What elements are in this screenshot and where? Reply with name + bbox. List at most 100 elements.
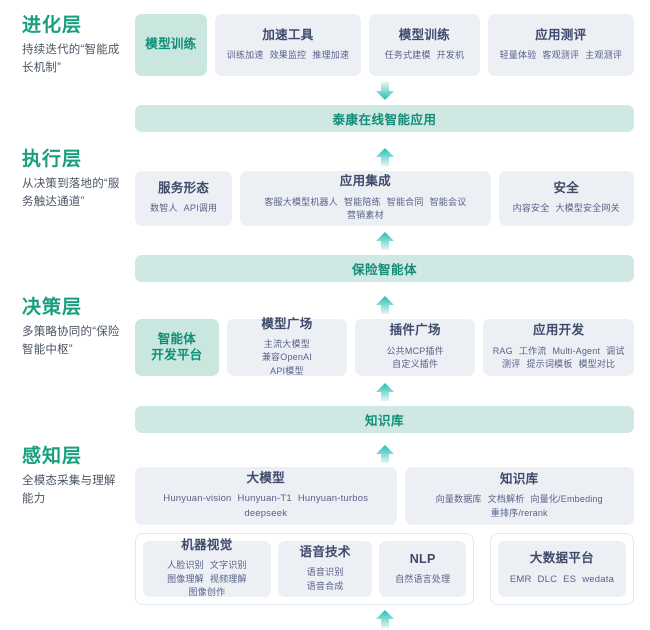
card-item: 数智人 (150, 203, 178, 214)
card-items: Hunyuan-vision Hunyuan-T1 Hunyuan-turbos… (143, 492, 389, 521)
card-title: 大数据平台 (529, 551, 594, 566)
card-model-plaza[interactable]: 模型广场 主流大模型 兼容OpenAI API模型 (226, 316, 348, 379)
card-title: 大模型 (246, 471, 285, 486)
card-items: 任务式建模 开发机 (377, 49, 471, 63)
bar-knowledge-base[interactable]: 知识库 (135, 406, 634, 433)
card-title: 加速工具 (262, 27, 314, 42)
arrow-up-icon (375, 383, 394, 401)
card-item: 任务式建模 (384, 49, 431, 60)
card-acceleration-tools[interactable]: 加速工具 训练加速 效果监控 推理加速 (214, 14, 362, 76)
card-item: 轻量体验 (499, 49, 537, 60)
card-title: 应用开发 (533, 323, 585, 338)
card-items: 训练加速 效果监控 推理加速 (223, 49, 353, 63)
card-service-form[interactable]: 服务形态 数智人 API调用 (135, 171, 233, 226)
card-application-development[interactable]: 应用开发 RAG 工作流 Multi-Agent 调试 测评 提示词模板 模型对… (483, 319, 634, 376)
arrow-up-icon (375, 148, 394, 166)
card-item: 智能会议 (429, 196, 467, 207)
card-knowledge-base[interactable]: 知识库 向量数据库 文档解析 向量化/Embeding 重排序/rerank (404, 467, 634, 525)
card-title: 模型广场 (261, 316, 313, 331)
card-item: 工作流 (518, 345, 547, 356)
card-item: 营销素材 (346, 210, 384, 221)
group-box-big-data: 大数据平台 EMR DLC ES wedata (489, 533, 634, 605)
card-application-integration[interactable]: 应用集成 客服大模型机器人 智能陪练 智能合同 智能会议 营销素材 (240, 171, 491, 226)
card-nlp[interactable]: NLP 自然语言处理 (379, 541, 466, 597)
card-model-training-1[interactable]: 模型训练 (135, 14, 207, 76)
card-item: 语音合成 (306, 580, 344, 591)
card-item: Multi-Agent (552, 345, 601, 356)
card-items: 向量数据库 文档解析 向量化/Embeding 重排序/rerank (413, 493, 626, 520)
card-item: 主流大模型 (263, 338, 310, 349)
card-item: 向量化/Embeding (530, 494, 603, 505)
layer-subtitle: 从决策到落地的“服务触达通道” (22, 177, 120, 208)
arrow-up-icon (375, 610, 394, 628)
layer-title: 进化层 (22, 15, 83, 36)
card-item: 文档解析 (487, 494, 525, 505)
card-item: 公共MCP插件 (386, 345, 444, 356)
arrow-up-icon (375, 232, 394, 250)
card-items: 语音识别 语音合成 (286, 566, 365, 593)
card-items: 轻量体验 客观测评 主观测评 (496, 49, 626, 63)
card-agent-dev-platform[interactable]: 智能体 开发平台 (135, 319, 219, 376)
card-title: 应用测评 (535, 27, 587, 42)
card-item: Hunyuan-vision (163, 493, 232, 505)
layer-label-evolution: 进化层 持续迭代的“智能成长机制” (0, 14, 135, 77)
card-item: 语音识别 (306, 567, 344, 578)
card-title: 服务形态 (158, 181, 210, 196)
card-item: 主观测评 (585, 49, 623, 60)
arrow-down-icon (375, 82, 394, 100)
card-item: 重排序/rerank (490, 507, 548, 518)
layer-decision: 决策层 多策略协同的“保险智能中枢” 智能体 开发平台 模型广场 主流大模型 兼… (0, 296, 650, 433)
arrow-up-container (135, 296, 634, 314)
bar-insurance-agent[interactable]: 保险智能体 (135, 255, 634, 282)
card-item: 视频理解 (209, 573, 247, 584)
card-security[interactable]: 安全 内容安全 大模型安全网关 (498, 171, 634, 226)
card-item: 客观测评 (542, 49, 580, 60)
card-plugin-plaza[interactable]: 插件广场 公共MCP插件 自定义插件 (355, 319, 476, 376)
card-title: NLP (409, 551, 436, 566)
group-box-ai-capabilities: 机器视觉 人脸识别 文字识别 图像理解 视频理解 图像创作 语音技术 语音识别 (135, 533, 474, 605)
layer-subtitle: 多策略协同的“保险智能中枢” (22, 325, 120, 356)
card-item: 训练加速 (226, 49, 264, 60)
card-item: 大模型安全网关 (555, 203, 620, 214)
bar-taikang-online-ai-app[interactable]: 泰康在线智能应用 (135, 105, 634, 132)
layer-subtitle: 全模态采集与理解能力 (22, 474, 116, 505)
card-item: 人脸识别 (167, 560, 204, 571)
arrow-up-icon (375, 445, 394, 463)
arrow-up-container (135, 610, 634, 628)
card-items: 客服大模型机器人 智能陪练 智能合同 智能会议 营销素材 (248, 196, 482, 223)
card-items: 内容安全 大模型安全网关 (507, 202, 627, 216)
arrow-up-container (135, 148, 634, 166)
card-title: 应用集成 (339, 174, 391, 189)
card-item: 效果监控 (269, 49, 307, 60)
card-items: 数智人 API调用 (143, 202, 224, 216)
card-items: 公共MCP插件 自定义插件 (363, 345, 467, 372)
layer-title: 感知层 (22, 446, 83, 467)
layer-execution: 执行层 从决策到落地的“服务触达通道” 服务形态 数智人 API调用 (0, 148, 650, 282)
card-row: 服务形态 数智人 API调用 应用集成 客服大模型机器人 智能陪练 智能合同 智… (135, 171, 634, 226)
card-title: 语音技术 (299, 544, 351, 559)
card-title: 模型训练 (145, 37, 197, 52)
card-application-evaluation[interactable]: 应用测评 轻量体验 客观测评 主观测评 (487, 14, 635, 76)
card-items: EMR DLC ES wedata (506, 573, 618, 587)
card-item: 自然语言处理 (395, 573, 451, 584)
card-title: 安全 (553, 181, 580, 196)
layer-evolution: 进化层 持续迭代的“智能成长机制” 模型训练 加速工具 训练加速 效果监控 推理… (0, 14, 650, 132)
card-item: 智能陪练 (343, 196, 381, 207)
card-item: Hunyuan-T1 (237, 493, 292, 505)
card-machine-vision[interactable]: 机器视觉 人脸识别 文字识别 图像理解 视频理解 图像创作 (143, 538, 271, 597)
arrow-down-container (135, 82, 634, 100)
card-item: Hunyuan-turbos (297, 493, 369, 505)
card-large-model[interactable]: 大模型 Hunyuan-vision Hunyuan-T1 Hunyuan-tu… (135, 467, 397, 525)
card-big-data-platform[interactable]: 大数据平台 EMR DLC ES wedata (497, 541, 626, 597)
layer-label-decision: 决策层 多策略协同的“保险智能中枢” (0, 296, 135, 359)
card-title: 插件广场 (389, 323, 441, 338)
card-item: 自定义插件 (392, 359, 439, 370)
card-title: 机器视觉 (181, 538, 233, 553)
card-model-training-2[interactable]: 模型训练 任务式建模 开发机 (369, 14, 480, 76)
card-row: 模型训练 加速工具 训练加速 效果监控 推理加速 模型训练 任务式建模 开发机 (135, 14, 635, 76)
layer-label-perception: 感知层 全模态采集与理解能力 (0, 445, 135, 508)
card-speech-technology[interactable]: 语音技术 语音识别 语音合成 (277, 541, 373, 597)
layer-label-execution: 执行层 从决策到落地的“服务触达通道” (0, 148, 135, 211)
card-items: 主流大模型 兼容OpenAI API模型 (235, 338, 339, 379)
layer-subtitle: 持续迭代的“智能成长机制” (22, 43, 120, 74)
